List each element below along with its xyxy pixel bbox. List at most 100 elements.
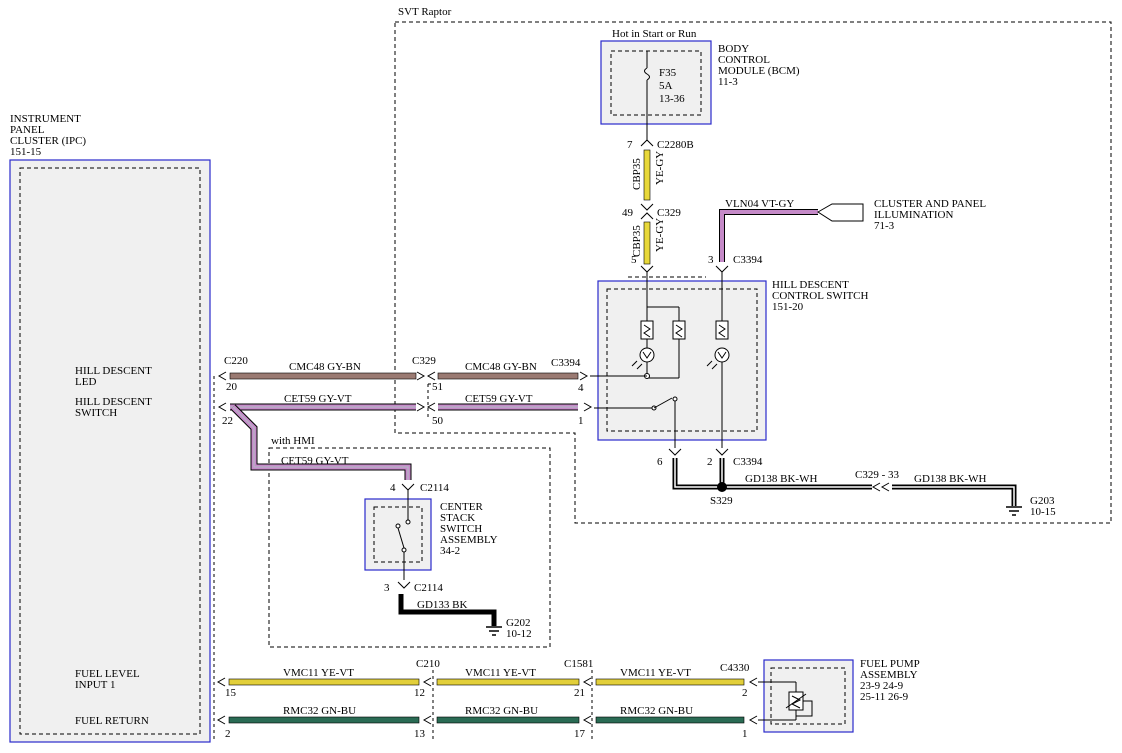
led-icon xyxy=(714,347,730,363)
connector-arrow-icon xyxy=(748,715,758,725)
illum-line-2: ILLUMINATION xyxy=(874,209,953,221)
connector-arrow-icon xyxy=(397,581,411,589)
wire-rmc32: 2 RMC32 GN-BU 13 RMC32 GN-BU 17 RMC32 GN… xyxy=(216,705,758,740)
wire-vln04: VLN04 VT-GY 3 C3394 xyxy=(708,198,864,273)
pin-c329-50: 50 xyxy=(432,415,444,427)
ground-g202: G202 xyxy=(506,617,530,629)
cluster-illumination: CLUSTER AND PANEL ILLUMINATION 71-3 xyxy=(874,198,986,232)
wire-cbp35: 7 C2280B CBP35 YE-GY 49 C329 CBP35 YE-GY… xyxy=(622,139,694,273)
ipc-title-line-4: 151-15 xyxy=(10,146,42,158)
fp-title-line-2: ASSEMBLY xyxy=(860,669,918,681)
connector-arrow-icon xyxy=(426,371,436,381)
connector-arrow-icon xyxy=(216,677,226,687)
fuse-ref: 13-36 xyxy=(659,93,685,105)
fp-title-line-1: FUEL PUMP xyxy=(860,658,920,670)
bcm-title-line-3: MODULE (BCM) xyxy=(718,65,800,77)
pin-hdc-4: 4 xyxy=(578,382,584,394)
wire-cmc48-label-2: CMC48 GY-BN xyxy=(465,361,537,373)
connector-c3394-bottom: C3394 xyxy=(733,456,763,468)
connector-arrow-icon xyxy=(217,402,227,412)
connector-c1581: C1581 xyxy=(564,658,593,670)
splice-s329: S329 xyxy=(710,495,733,507)
connector-arrow-icon xyxy=(422,715,432,725)
pin-hdc-3: 3 xyxy=(708,254,714,266)
pin-c220-22: 22 xyxy=(222,415,233,427)
connector-arrow-icon xyxy=(217,371,227,381)
wire-cmc48-label-1: CMC48 GY-BN xyxy=(289,361,361,373)
wire-cet59-label-2: CET59 GY-VT xyxy=(465,393,533,405)
pin-c220-20: 20 xyxy=(226,381,238,393)
connector-arrow-icon xyxy=(416,402,426,412)
ipc-title-line-2: PANEL xyxy=(10,124,45,136)
pin-c1581-21: 21 xyxy=(574,687,585,699)
hmi-label: with HMI xyxy=(271,435,315,447)
connector-c3394-top: C3394 xyxy=(733,254,763,266)
pin-c329-49: 49 xyxy=(622,207,634,219)
wire-gd138-label-1: GD138 BK-WH xyxy=(745,473,817,485)
ipc-pin-hill-switch-2: SWITCH xyxy=(75,407,117,419)
wire-vln04-label: VLN04 VT-GY xyxy=(725,198,794,210)
cs-title-line-2: STACK xyxy=(440,512,475,524)
pin-cs-3: 3 xyxy=(384,582,390,594)
connector-arrow-icon xyxy=(640,203,654,211)
pin-fp-1: 1 xyxy=(742,728,748,740)
wire-cmc48: C220 20 CMC48 GY-BN C329 51 CMC48 GY-BN … xyxy=(217,355,647,394)
connector-c210: C210 xyxy=(416,658,440,670)
instrument-panel-cluster: INSTRUMENT PANEL CLUSTER (IPC) 151-15 HI… xyxy=(9,113,211,743)
ipc-pin-fuel-level-2: INPUT 1 xyxy=(75,679,115,691)
connector-c4330: C4330 xyxy=(720,662,750,674)
hill-descent-control-switch: HILL DESCENT CONTROL SWITCH 151-20 xyxy=(594,272,869,448)
connector-arrow-icon xyxy=(582,677,592,687)
connector-arrow-icon xyxy=(422,677,432,687)
connector-c2280b: C2280B xyxy=(657,139,694,151)
bcm-title-line-2: CONTROL xyxy=(718,54,770,66)
ipc-pin-hill-switch-1: HILL DESCENT xyxy=(75,396,152,408)
fuse-id: F35 xyxy=(659,67,677,79)
connector-arrow-icon xyxy=(401,483,415,491)
wire-cet59: 22 CET59 GY-VT 50 CET59 GY-VT 1 CET59 GY… xyxy=(217,393,593,494)
pin-hdc-5: 5 xyxy=(631,254,637,266)
cs-title-line-3: SWITCH xyxy=(440,523,482,535)
fp-title-line-4: 25-11 26-9 xyxy=(860,691,909,703)
pin-cs-4: 4 xyxy=(390,482,396,494)
cs-title-line-4: ASSEMBLY xyxy=(440,534,498,546)
connector-arrow-icon xyxy=(668,448,682,456)
connector-c220: C220 xyxy=(224,355,248,367)
connector-arrow-icon xyxy=(715,265,729,273)
connector-arrow-icon xyxy=(715,448,729,456)
ground-icon xyxy=(486,626,502,636)
switch-icon xyxy=(405,519,411,525)
connector-arrow-icon xyxy=(871,482,881,492)
wire-cbp35-color-2: YE-GY xyxy=(654,218,666,252)
pin-hdc-2: 2 xyxy=(707,456,713,468)
connector-c3394-mid: C3394 xyxy=(551,357,581,369)
connector-c2114-top: C2114 xyxy=(420,482,449,494)
ipc-pin-hill-led-1: HILL DESCENT xyxy=(75,365,152,377)
wire-gd138-label-2: GD138 BK-WH xyxy=(914,473,986,485)
wire-rmc32-label-3: RMC32 GN-BU xyxy=(620,705,693,717)
pin-bcm-7: 7 xyxy=(627,139,633,151)
pin-c210-12: 12 xyxy=(414,687,425,699)
fuel-pump-assembly: FUEL PUMP ASSEMBLY 23-9 24-9 25-11 26-9 xyxy=(758,658,920,733)
pin-fp-2: 2 xyxy=(742,687,748,699)
bcm-supply-label: Hot in Start or Run xyxy=(612,28,697,40)
wire-gd138: 6 2 C3394 S329 GD138 BK-WH C329 - 33 GD1… xyxy=(657,448,1056,518)
wire-cbp35-circuit-2: CBP35 xyxy=(631,225,643,257)
connector-arrow-icon xyxy=(583,402,593,412)
wire-gd133: GD133 BK G202 10-12 xyxy=(398,594,532,640)
wire-vmc11-label-2: VMC11 YE-VT xyxy=(465,667,536,679)
bcm-title-line-1: BODY xyxy=(718,43,749,55)
connector-arrow-icon xyxy=(640,212,654,220)
connector-c329-33: C329 - 33 xyxy=(855,469,900,481)
connector-arrow-icon xyxy=(579,371,589,381)
wire-vmc11-label-1: VMC11 YE-VT xyxy=(283,667,354,679)
ipc-title-line-1: INSTRUMENT xyxy=(10,113,81,125)
connector-c329-top: C329 xyxy=(657,207,681,219)
illum-line-3: 71-3 xyxy=(874,220,895,232)
bcm-title-line-4: 11-3 xyxy=(718,76,738,88)
svt-raptor-label: SVT Raptor xyxy=(398,6,452,18)
body-control-module: Hot in Start or Run F35 5A 13-36 BODY CO… xyxy=(600,28,800,141)
connector-arrow-icon xyxy=(748,677,758,687)
led-icon xyxy=(639,347,655,363)
cs-title-line-1: CENTER xyxy=(440,501,483,513)
